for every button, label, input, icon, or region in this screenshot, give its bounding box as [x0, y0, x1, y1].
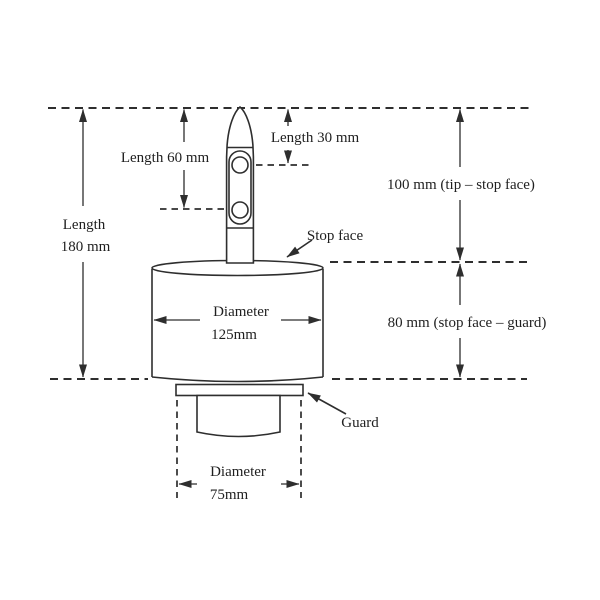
joint-hole-top — [231, 156, 249, 174]
label-diameter-125-line1: Diameter — [213, 304, 269, 320]
reference-lines — [48, 107, 533, 498]
label-length-180-line2: 180 mm — [61, 239, 111, 255]
guard-leader-arrow — [307, 392, 347, 415]
label-guard: Guard — [341, 415, 379, 431]
label-100mm-tip-stop-face: 100 mm (tip – stop face) — [387, 177, 535, 193]
joint-hole-bottom — [231, 201, 249, 219]
label-length-60: Length 60 mm — [121, 150, 210, 166]
lower-cylinder — [196, 394, 281, 438]
label-diameter-75-line2: 75mm — [210, 487, 249, 503]
label-length-180-line1: Length — [63, 217, 106, 233]
label-diameter-75-line1: Diameter — [210, 464, 266, 480]
probe — [225, 105, 255, 264]
dimension-lines — [79, 109, 464, 488]
label-stop-face: Stop face — [307, 228, 364, 244]
label-length-30: Length 30 mm — [271, 130, 360, 146]
cylinder-body — [151, 259, 324, 383]
stop-face-leader-arrow — [286, 239, 313, 258]
guard-section — [175, 383, 304, 438]
leader-arrows — [286, 239, 347, 415]
labels: Length 180 mm Length 60 mm Length 30 mm … — [61, 130, 547, 503]
guard-flange — [175, 383, 304, 397]
cylinder-bottom-arc — [151, 376, 324, 383]
label-diameter-125-line2: 125mm — [211, 327, 257, 343]
label-80mm-stop-face-guard: 80 mm (stop face – guard) — [388, 315, 547, 331]
